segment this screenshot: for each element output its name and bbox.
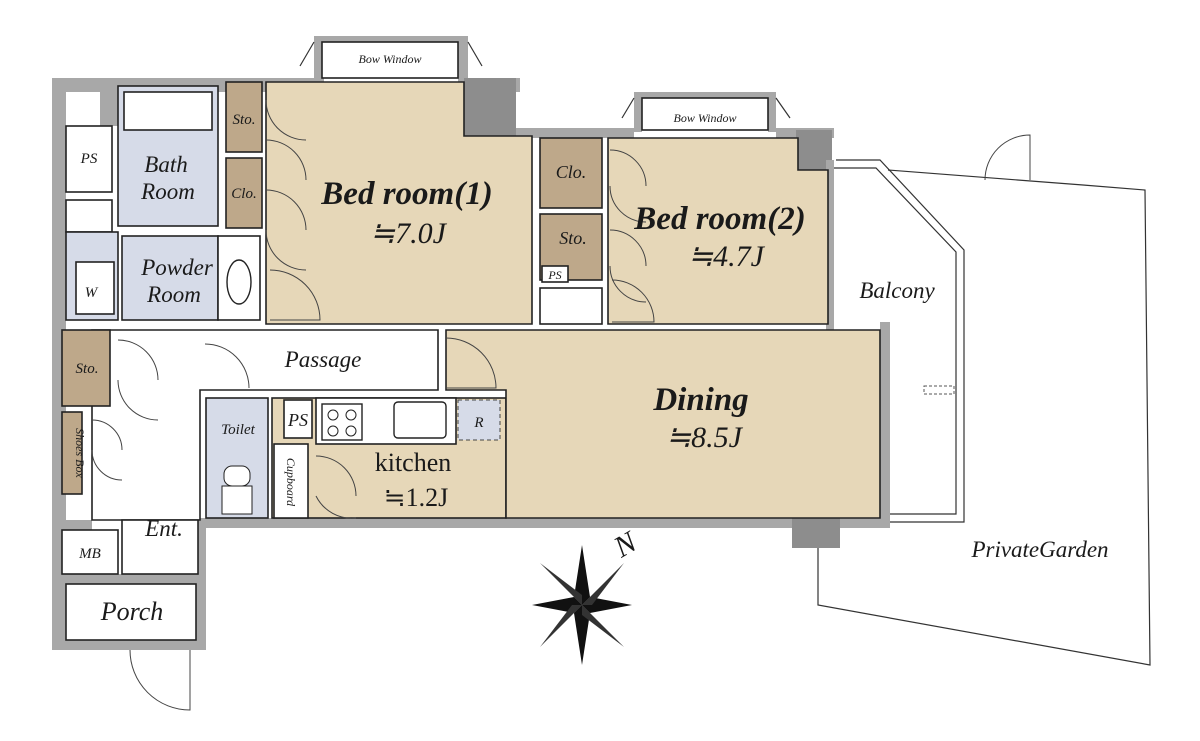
entrance xyxy=(121,519,199,575)
sto-left-closet xyxy=(61,329,111,407)
clo-bed1-closet xyxy=(225,157,263,229)
outer-wall-left xyxy=(52,78,66,650)
dining-area-label: ≒8.5J xyxy=(666,421,744,454)
sto-top-closet xyxy=(225,81,263,153)
bed2-name-label: Bed room(2) xyxy=(633,201,805,237)
shoes-box-label: Shoes Box xyxy=(73,428,87,478)
powder-label-2: Room xyxy=(146,282,201,307)
cupboard xyxy=(273,443,309,519)
north-label: N xyxy=(607,524,643,564)
balcony-label: Balcony xyxy=(859,278,935,303)
compass-icon xyxy=(532,545,632,665)
ps-kitchen-label: PS xyxy=(287,410,308,430)
ps-mid-room xyxy=(541,265,569,283)
bed1-name-label: Bed room(1) xyxy=(320,176,492,212)
clo-bed2-label: Clo. xyxy=(556,162,587,182)
sto-left-label: Sto. xyxy=(76,361,99,377)
passage-label: Passage xyxy=(284,347,362,372)
bow-window-2-label: Bow Window xyxy=(673,111,736,125)
bed2-area-label: ≒4.7J xyxy=(688,240,766,273)
clo-bed2-closet xyxy=(539,137,603,209)
wash-basin-icon xyxy=(226,259,252,305)
clo-bed1-label: Clo. xyxy=(231,186,256,202)
outer-wall-right xyxy=(880,322,890,522)
bow-window-2 xyxy=(641,97,769,131)
balcony xyxy=(836,159,965,523)
cupboard-label: Cupboard xyxy=(284,458,298,507)
bed1-area-label: ≒7.0J xyxy=(370,217,448,250)
dining-name-label: Dining xyxy=(652,382,748,418)
bath-label-1: Bath xyxy=(144,152,187,177)
entrance-label: Ent. xyxy=(144,516,183,541)
powder-room xyxy=(121,235,219,321)
r-label: R xyxy=(473,415,483,431)
bed-room-2 xyxy=(607,137,829,325)
stove-icon xyxy=(321,403,363,441)
sink-icon xyxy=(393,401,447,439)
kitchen-name-label: kitchen xyxy=(375,448,452,477)
toilet-label: Toilet xyxy=(221,422,255,438)
ps-left-room xyxy=(65,125,113,193)
ps-left-label: PS xyxy=(80,151,98,167)
sto-bed2-label: Sto. xyxy=(559,228,587,248)
bow-window-1 xyxy=(321,41,459,79)
private-garden-outline xyxy=(817,169,1151,666)
powder-label-1: Powder xyxy=(140,255,214,280)
mb-label: MB xyxy=(78,546,101,562)
outer-wall-bottom xyxy=(200,518,890,528)
w-label: W xyxy=(85,285,99,301)
kitchen-area-label: ≒1.2J xyxy=(384,483,448,512)
shoes-box xyxy=(61,411,83,495)
refrigerator-space xyxy=(457,399,501,441)
bath-label-2: Room xyxy=(140,179,195,204)
private-garden-label: PrivateGarden xyxy=(970,537,1108,562)
dining xyxy=(445,329,881,519)
sto-top-label: Sto. xyxy=(233,112,256,128)
bed-room-1 xyxy=(265,81,533,325)
mb-box xyxy=(61,529,119,575)
ps-mid-label: PS xyxy=(547,268,561,282)
porch-label: Porch xyxy=(100,597,164,626)
ps-kitchen xyxy=(283,399,313,439)
toilet-icon xyxy=(223,465,251,487)
bow-window-1-label: Bow Window xyxy=(358,52,421,66)
porch xyxy=(65,583,197,641)
